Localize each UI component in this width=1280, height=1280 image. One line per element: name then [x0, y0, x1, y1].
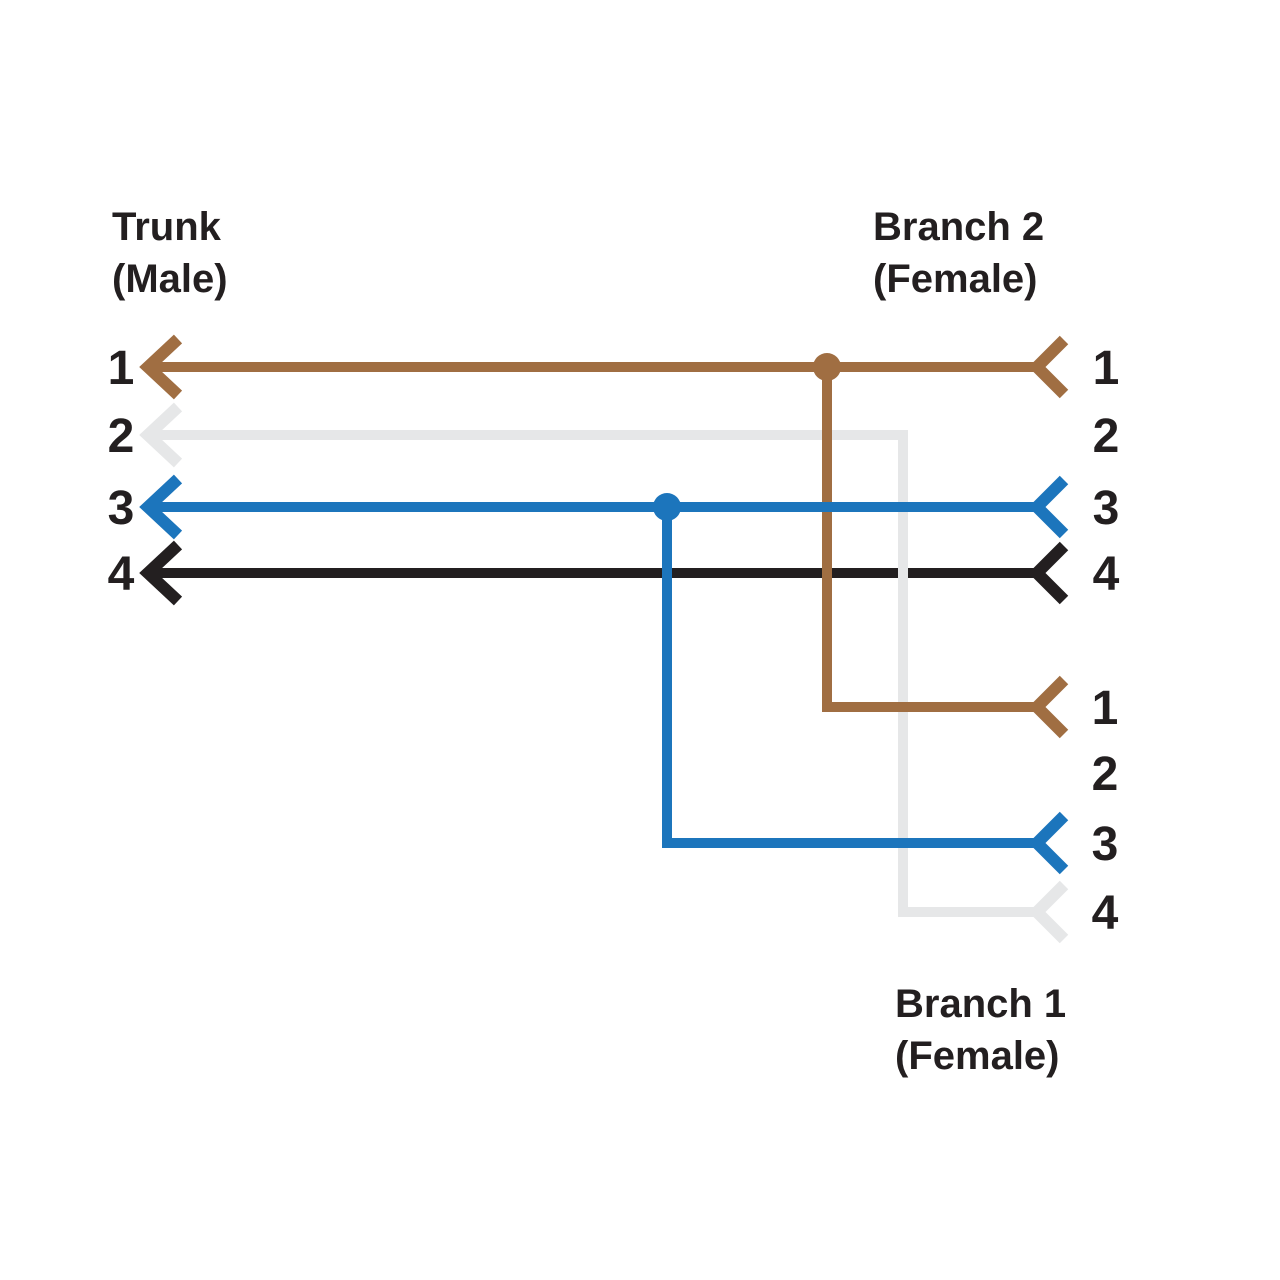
- trunk-pin-1-label: 1: [108, 342, 135, 395]
- branch2-label-gender: (Female): [873, 257, 1038, 301]
- branch1-label-name: Branch 1: [895, 982, 1067, 1026]
- trunk-label-gender: (Male): [112, 257, 228, 301]
- branch2-label-name: Branch 2: [873, 205, 1045, 249]
- white-wire-path: [156, 430, 1037, 917]
- branch1-pin-4-label: 4: [1092, 887, 1119, 940]
- white-wire-male-arrow-icon: [139, 402, 183, 468]
- branch1-pin-3-label: 3: [1092, 818, 1119, 871]
- branch2-pin-1-label: 1: [1093, 342, 1120, 395]
- branch2-label: Branch 2 (Female): [873, 201, 1044, 305]
- branch1-label: Branch 1 (Female): [895, 978, 1066, 1082]
- blue-wire-male-arrow-icon: [139, 474, 183, 540]
- trunk-label-name: Trunk: [112, 205, 221, 249]
- blue-wire-path: [662, 507, 1037, 848]
- white-wire-female-fork-icon: [1028, 880, 1069, 944]
- trunk-pin-4-label: 4: [108, 548, 135, 601]
- brown-wire-female-fork-icon: [1028, 675, 1069, 739]
- trunk-pin-2-label: 2: [108, 410, 135, 463]
- blue-wire-junction-dot: [653, 493, 681, 521]
- brown-wire-male-arrow-icon: [139, 334, 183, 400]
- branch1-label-gender: (Female): [895, 1034, 1060, 1078]
- blue-wire-female-fork-icon: [1028, 811, 1069, 875]
- branch2-pin-2-label: 2: [1093, 410, 1120, 463]
- blue-wire-female-fork-icon: [1028, 475, 1069, 539]
- branch1-pin-2-label: 2: [1092, 748, 1119, 801]
- branch2-pin-3-label: 3: [1093, 482, 1120, 535]
- branch1-pin-1-label: 1: [1092, 682, 1119, 735]
- branch2-pin-4-label: 4: [1093, 548, 1120, 601]
- brown-wire-junction-dot: [813, 353, 841, 381]
- brown-wire-path: [822, 367, 1037, 712]
- black-wire-female-fork-icon: [1028, 541, 1069, 605]
- trunk-label: Trunk (Male): [112, 201, 228, 305]
- black-wire-male-arrow-icon: [139, 540, 183, 606]
- trunk-pin-3-label: 3: [108, 482, 135, 535]
- brown-wire-female-fork-icon: [1028, 335, 1069, 399]
